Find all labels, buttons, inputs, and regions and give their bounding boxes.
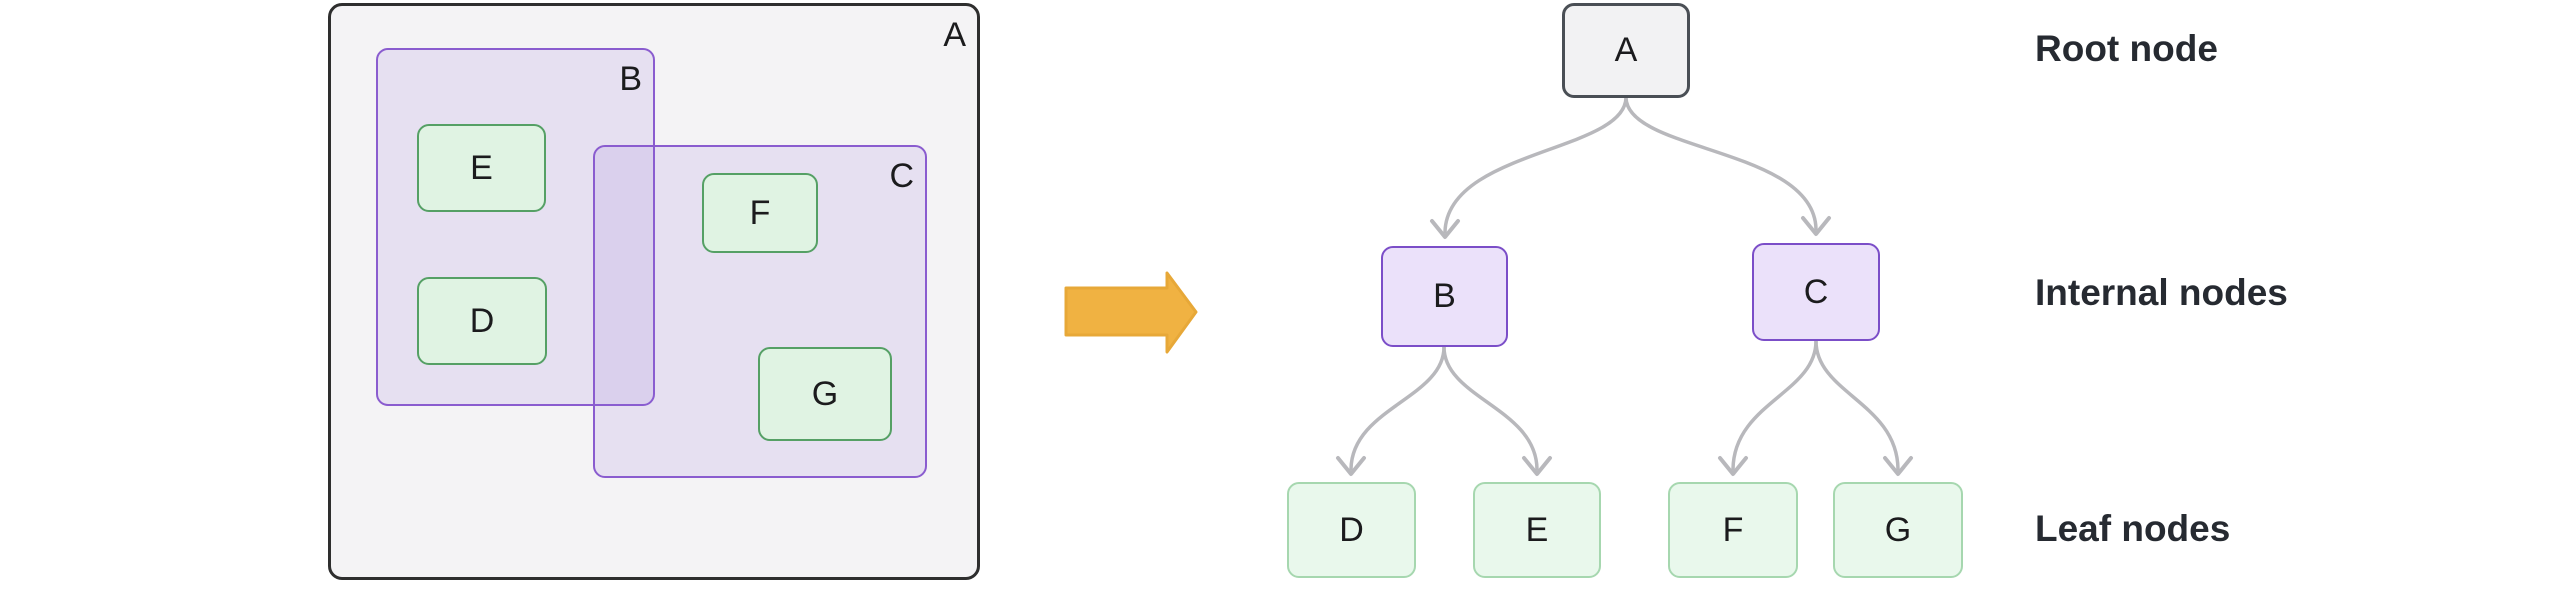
arrowhead-c-to-f-icon	[1718, 456, 1748, 476]
tree-node-a-label: A	[1614, 31, 1638, 69]
arrowhead-b-to-d-icon	[1336, 456, 1366, 476]
tree-node-d: D	[1287, 482, 1416, 578]
containment-item-g: G	[758, 347, 892, 441]
tree-node-f: F	[1668, 482, 1798, 578]
containment-item-e-label: E	[470, 148, 493, 187]
edge-c-to-f	[1731, 339, 1818, 471]
tree-node-f-label: F	[1722, 510, 1744, 549]
tree-node-g: G	[1833, 482, 1963, 578]
containment-box-b-label: B	[619, 60, 642, 98]
edge-a-to-b	[1443, 96, 1628, 234]
transform-right-arrow-icon	[1064, 271, 1198, 354]
containment-item-d: D	[417, 277, 547, 365]
tree-node-g-label: G	[1884, 510, 1912, 549]
containment-item-f: F	[702, 173, 818, 253]
tree-node-c: C	[1752, 243, 1880, 341]
containment-item-g-label: G	[811, 374, 839, 413]
containment-box-a-label: A	[943, 16, 966, 54]
tree-node-d-label: D	[1339, 510, 1364, 549]
edge-b-to-d	[1349, 345, 1446, 471]
label-leaf-nodes: Leaf nodes	[2035, 508, 2231, 549]
edge-c-to-g	[1814, 339, 1900, 471]
label-internal-nodes: Internal nodes	[2035, 272, 2288, 313]
tree-node-a: A	[1562, 3, 1690, 98]
tree-node-e: E	[1473, 482, 1601, 578]
edge-a-to-c	[1624, 96, 1818, 231]
arrowhead-c-to-g-icon	[1883, 456, 1913, 476]
tree-node-b: B	[1381, 246, 1508, 347]
containment-item-f-label: F	[749, 193, 771, 232]
containment-item-d-label: D	[469, 301, 495, 340]
label-root-node: Root node	[2035, 28, 2218, 69]
arrowhead-b-to-e-icon	[1522, 456, 1552, 476]
arrowhead-a-to-b-icon	[1430, 219, 1460, 239]
containment-item-e: E	[417, 124, 546, 212]
arrowhead-a-to-c-icon	[1801, 216, 1831, 236]
edge-b-to-e	[1442, 345, 1539, 471]
tree-node-c-label: C	[1803, 272, 1829, 311]
containment-box-c-label: C	[889, 157, 914, 195]
tree-node-e-label: E	[1525, 510, 1549, 549]
tree-node-b-label: B	[1433, 277, 1456, 315]
